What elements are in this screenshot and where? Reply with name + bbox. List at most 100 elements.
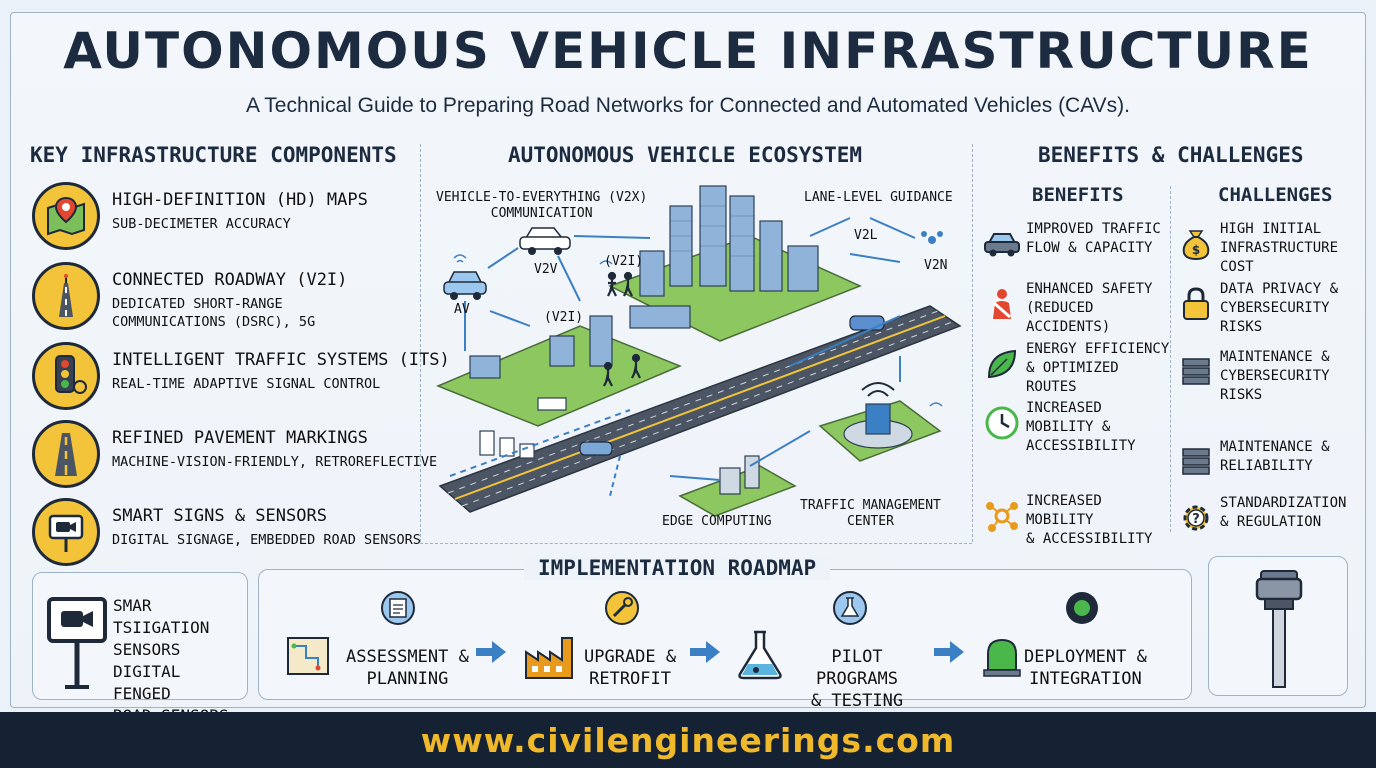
smart-sensors-text: SMAR TSIIGATION SENSORS DIGITAL FENGED R… [113, 596, 229, 725]
challenge-item: $ HIGH INITIAL INFRASTRUCTURE COST [1176, 220, 1366, 280]
car-road-left [579, 441, 613, 456]
label-v2i-b: (V2I) [544, 310, 584, 325]
svg-text:$: $ [1192, 243, 1200, 257]
component-smart-signs: SMART SIGNS & SENSORS DIGITAL SIGNAGE, E… [32, 498, 422, 568]
component-detail: DEDICATED SHORT-RANGE COMMUNICATIONS (DS… [112, 296, 316, 330]
benefits-heading: BENEFITS [1032, 184, 1124, 206]
benefit-text: INCREASED MOBILITY & ACCESSIBILITY [1026, 400, 1136, 454]
factory-icon [525, 637, 573, 679]
edge-server [719, 467, 741, 495]
challenge-item: MAINTENANCE & RELIABILITY [1176, 438, 1366, 498]
roadmap-arrow [476, 641, 506, 663]
roadmap-heading: IMPLEMENTATION ROADMAP [524, 556, 831, 580]
page-title: AUTONOMOUS VEHICLE INFRASTRUCTURE [63, 22, 1313, 80]
lane-lines [447, 310, 953, 507]
roadmap-step-label: PILOT PROGRAMS & TESTING [788, 646, 926, 712]
skyscrapers [469, 185, 819, 379]
gear-question-icon: ? [1176, 498, 1216, 538]
benefit-item: ENERGY EFFICIENCY & OPTIMIZED ROUTES [982, 340, 1172, 400]
car-v2v [519, 227, 571, 255]
blueprint-icon [287, 637, 329, 675]
components-heading: KEY INFRASTRUCTURE COMPONENTS [30, 143, 397, 167]
car-av [443, 271, 487, 300]
status-light-icon [1066, 592, 1098, 624]
label-tmc: TRAFFIC MANAGEMENT CENTER [800, 498, 941, 529]
component-hd-maps: HIGH-DEFINITION (HD) MAPS SUB-DECIMETER … [32, 182, 422, 252]
benefit-item: INCREASED MOBILITY & ACCESSIBILITY [982, 492, 1172, 552]
pedestrians [603, 271, 641, 387]
ecosystem-heading: AUTONOMOUS VEHICLE ECOSYSTEM [508, 143, 863, 167]
component-title: HIGH-DEFINITION (HD) MAPS [112, 190, 368, 210]
checklist-icon [381, 591, 415, 625]
svg-text:?: ? [1192, 512, 1200, 527]
roadmap-arrow [934, 641, 964, 663]
roadmap-step-assessment: ASSESSMENT & PLANNING [284, 590, 474, 690]
benefit-text: IMPROVED TRAFFIC FLOW & CAPACITY [1026, 221, 1161, 256]
car-icon [982, 224, 1022, 264]
benefit-text: ENHANCED SAFETY (REDUCED ACCIDENTS) [1026, 281, 1153, 335]
divider-bc [1170, 186, 1171, 532]
challenge-item: ? STANDARDIZATION & REGULATION [1176, 494, 1366, 554]
label-av: AV [454, 302, 470, 317]
camera-sign-icon [47, 597, 107, 689]
car-road-right [849, 315, 885, 331]
road-center-line [454, 315, 946, 500]
wrench-icon [605, 591, 639, 625]
challenge-text: MAINTENANCE & CYBERSECURITY RISKS [1220, 349, 1330, 403]
roadmap-step-upgrade: UPGRADE & RETROFIT [524, 590, 684, 690]
test-tube-icon [833, 591, 867, 625]
component-title: SMART SIGNS & SENSORS [112, 506, 327, 526]
flask-icon [738, 630, 782, 680]
challenge-text: MAINTENANCE & RELIABILITY [1220, 439, 1330, 474]
server-icon [1176, 442, 1216, 482]
v2x-links [449, 217, 916, 497]
benefit-item: ENHANCED SAFETY (REDUCED ACCIDENTS) [982, 280, 1172, 340]
benefit-item: INCREASED MOBILITY & ACCESSIBILITY [982, 399, 1172, 459]
divider-right [972, 144, 973, 542]
tmc-signal [861, 382, 895, 397]
challenges-heading: CHALLENGES [1218, 184, 1333, 206]
label-v2v: V2V [534, 262, 558, 277]
component-detail: MACHINE-VISION-FRIENDLY, RETROREFLECTIVE [112, 454, 438, 470]
roadside-signs [479, 397, 567, 459]
server-icon [1176, 352, 1216, 392]
camera-sign-icon [32, 498, 100, 566]
seatbelt-icon [982, 284, 1022, 324]
v2n-hub-icon [921, 231, 943, 244]
roadmap-step-text: DEPLOYMENT & INTEGRATION [1024, 647, 1147, 689]
wireless-icons [453, 254, 943, 407]
clock-icon [982, 403, 1022, 443]
road-markings-icon [32, 420, 100, 488]
component-its: INTELLIGENT TRAFFIC SYSTEMS (ITS) REAL-T… [32, 342, 450, 412]
edge-cabinet [744, 455, 760, 489]
roadmap-step-text: ASSESSMENT & PLANNING [346, 647, 469, 689]
roadmap-box [258, 569, 1192, 700]
building-windows [670, 205, 754, 257]
component-title: INTELLIGENT TRAFFIC SYSTEMS (ITS) [112, 350, 450, 370]
highway [438, 305, 962, 513]
page-subtitle: A Technical Guide to Preparing Road Netw… [245, 94, 1131, 117]
traffic-light-icon [32, 342, 100, 410]
roadmap-step-pilot: PILOT PROGRAMS & TESTING [736, 590, 926, 711]
beacon-icon [983, 638, 1021, 677]
label-v2l: V2L [854, 228, 878, 243]
challenge-text: DATA PRIVACY & CYBERSECURITY RISKS [1220, 281, 1339, 335]
roadmap-arrow [690, 641, 720, 663]
benefit-text: ENERGY EFFICIENCY & OPTIMIZED ROUTES [1026, 341, 1170, 395]
tmc-tower [865, 403, 891, 435]
divider-left [420, 144, 421, 542]
smart-sensors-box: SMAR TSIIGATION SENSORS DIGITAL FENGED R… [32, 572, 248, 725]
roadmap-step-label: ASSESSMENT & PLANNING [346, 646, 469, 690]
label-v2i-a: (V2I) [604, 254, 644, 269]
city-block-left [436, 325, 682, 427]
roadmap-step-deployment: DEPLOYMENT & INTEGRATION [980, 590, 1180, 690]
roadmap-step-label: DEPLOYMENT & INTEGRATION [1024, 646, 1147, 690]
label-lane-guidance: LANE-LEVEL GUIDANCE [804, 190, 953, 205]
roadmap-step-text: UPGRADE & RETROFIT [584, 647, 677, 689]
component-title: REFINED PAVEMENT MARKINGS [112, 428, 368, 448]
benefits-challenges-heading: BENEFITS & CHALLENGES [1038, 143, 1304, 167]
network-icon [982, 496, 1022, 536]
challenge-text: STANDARDIZATION & REGULATION [1220, 495, 1347, 530]
component-connected-roadway: CONNECTED ROADWAY (V2I) DEDICATED SHORT-… [32, 262, 422, 332]
label-v2x: VEHICLE-TO-EVERYTHING (V2X) COMMUNICATIO… [436, 190, 648, 221]
